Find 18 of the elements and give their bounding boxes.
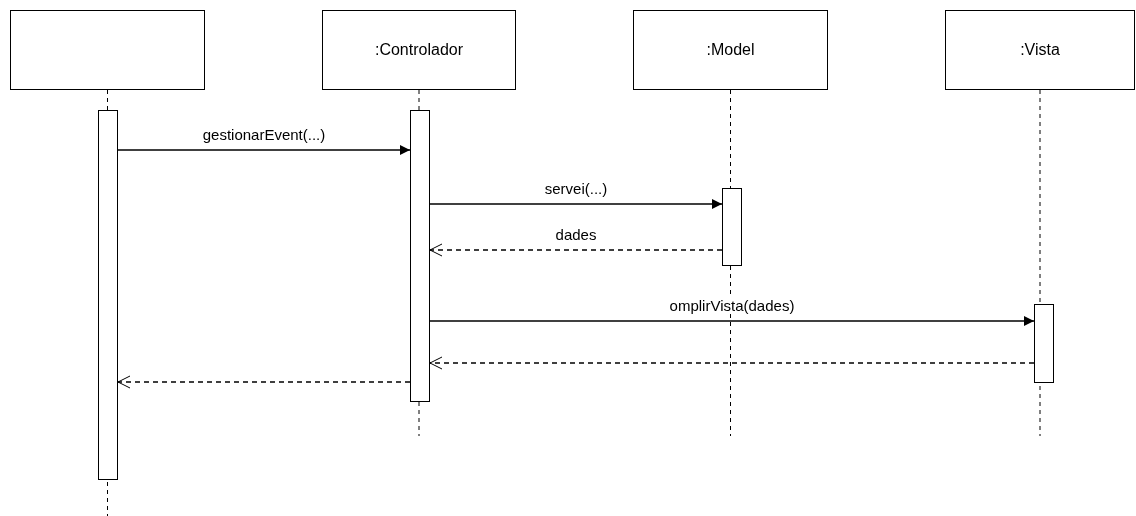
return-arrow xyxy=(429,243,723,257)
message-arrow xyxy=(429,199,723,209)
message-label: gestionarEvent(...) xyxy=(200,126,328,143)
activation-bar xyxy=(722,188,742,266)
lifeline-box: :Model xyxy=(633,10,828,90)
activation-bar xyxy=(410,110,430,402)
lifeline-box: :Controlador xyxy=(322,10,516,90)
message-arrow xyxy=(429,316,1035,326)
message-arrow xyxy=(117,145,411,155)
activation-bar xyxy=(1034,304,1054,383)
lifeline-box: :Vista xyxy=(945,10,1135,90)
return-arrow xyxy=(117,375,411,389)
message-label: servei(...) xyxy=(542,180,610,197)
message-label: omplirVista(dades) xyxy=(667,297,797,314)
return-arrow xyxy=(429,356,1035,370)
message-label: dades xyxy=(553,226,599,243)
lifeline-box xyxy=(10,10,205,90)
activation-bar xyxy=(98,110,118,480)
